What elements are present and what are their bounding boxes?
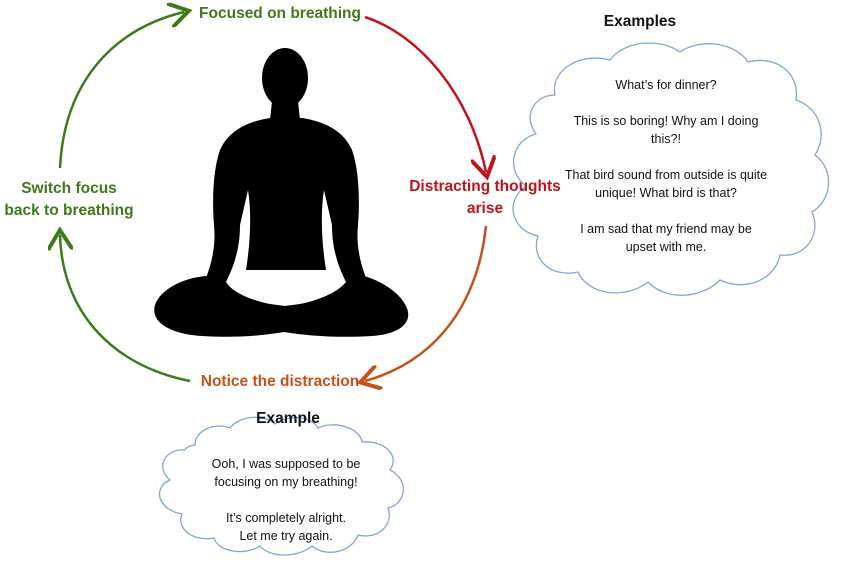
arrow-switch-to-focused <box>58 12 184 169</box>
step-focused-on-breathing: Focused on breathing <box>199 5 361 22</box>
example-cloud-line2: It’s completely alright. Let me try agai… <box>226 511 346 543</box>
example-item-3: That bird sound from outside is quite un… <box>564 168 768 200</box>
step-switch-focus: Switch focus back to breathing <box>0 178 138 222</box>
example-item-1: What’s for dinner? <box>615 78 717 92</box>
meditation-silhouette-icon <box>154 48 409 337</box>
step-distracting-line2: arise <box>466 200 504 217</box>
examples-cloud-text: What’s for dinner? This is so boring! Wh… <box>552 76 780 256</box>
arrow-focused-to-distracting <box>364 15 486 172</box>
examples-cloud-shape <box>512 42 830 296</box>
example-cloud-text: Ooh, I was supposed to be focusing on my… <box>196 455 376 545</box>
step-switch-line1: Switch focus <box>21 180 117 197</box>
step-switch-line2: back to breathing <box>4 202 134 219</box>
example-cloud-line1: Ooh, I was supposed to be focusing on my… <box>211 457 361 489</box>
examples-cloud-title: Examples <box>603 13 677 30</box>
step-distracting-thoughts: Distracting thoughts arise <box>402 176 568 220</box>
example-item-2: This is so boring! Why am I doing this?! <box>573 114 759 146</box>
example-item-4: I am sad that my friend may be upset wit… <box>580 222 752 254</box>
arrow-distracting-to-notice <box>365 225 488 381</box>
step-distracting-line1: Distracting thoughts <box>409 178 561 195</box>
step-notice-the-distraction: Notice the distraction <box>200 373 360 390</box>
arrow-notice-to-switch <box>60 235 191 383</box>
example-cloud-shape <box>159 416 404 556</box>
example-cloud-title: Example <box>256 410 320 427</box>
